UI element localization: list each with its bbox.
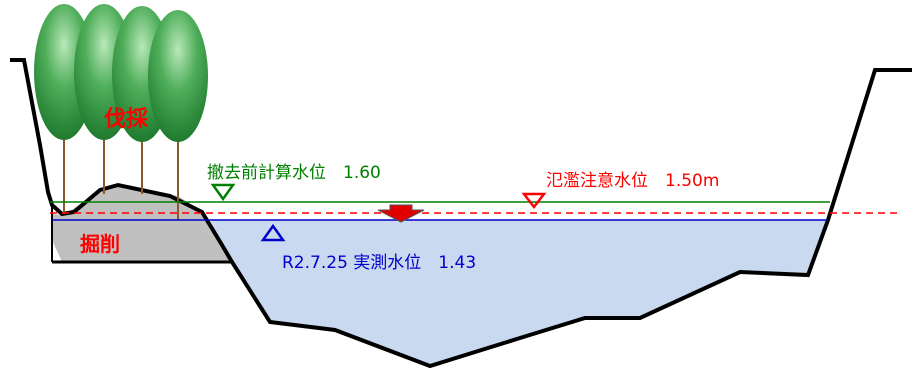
excavation-label: 掘削 xyxy=(80,232,120,256)
water-drop-arrow-icon xyxy=(377,204,425,223)
river-water xyxy=(210,220,828,366)
trees-group xyxy=(34,4,208,220)
tree-felling-label: 伐採 xyxy=(104,107,149,132)
excavation-area xyxy=(52,186,232,262)
measured-level-label: R2.7.25 実測水位 1.43 xyxy=(282,253,476,273)
measured-marker-icon xyxy=(260,223,286,242)
pre-removal-marker-icon xyxy=(210,183,236,202)
pre-removal-level-label: 撤去前計算水位 1.60 xyxy=(207,163,381,183)
tree-4 xyxy=(148,10,208,220)
riverbed-outline xyxy=(10,58,912,369)
flood-warning-marker-icon xyxy=(521,192,547,210)
flood-warning-level-label: 氾濫注意水位 1.50m xyxy=(546,171,719,191)
